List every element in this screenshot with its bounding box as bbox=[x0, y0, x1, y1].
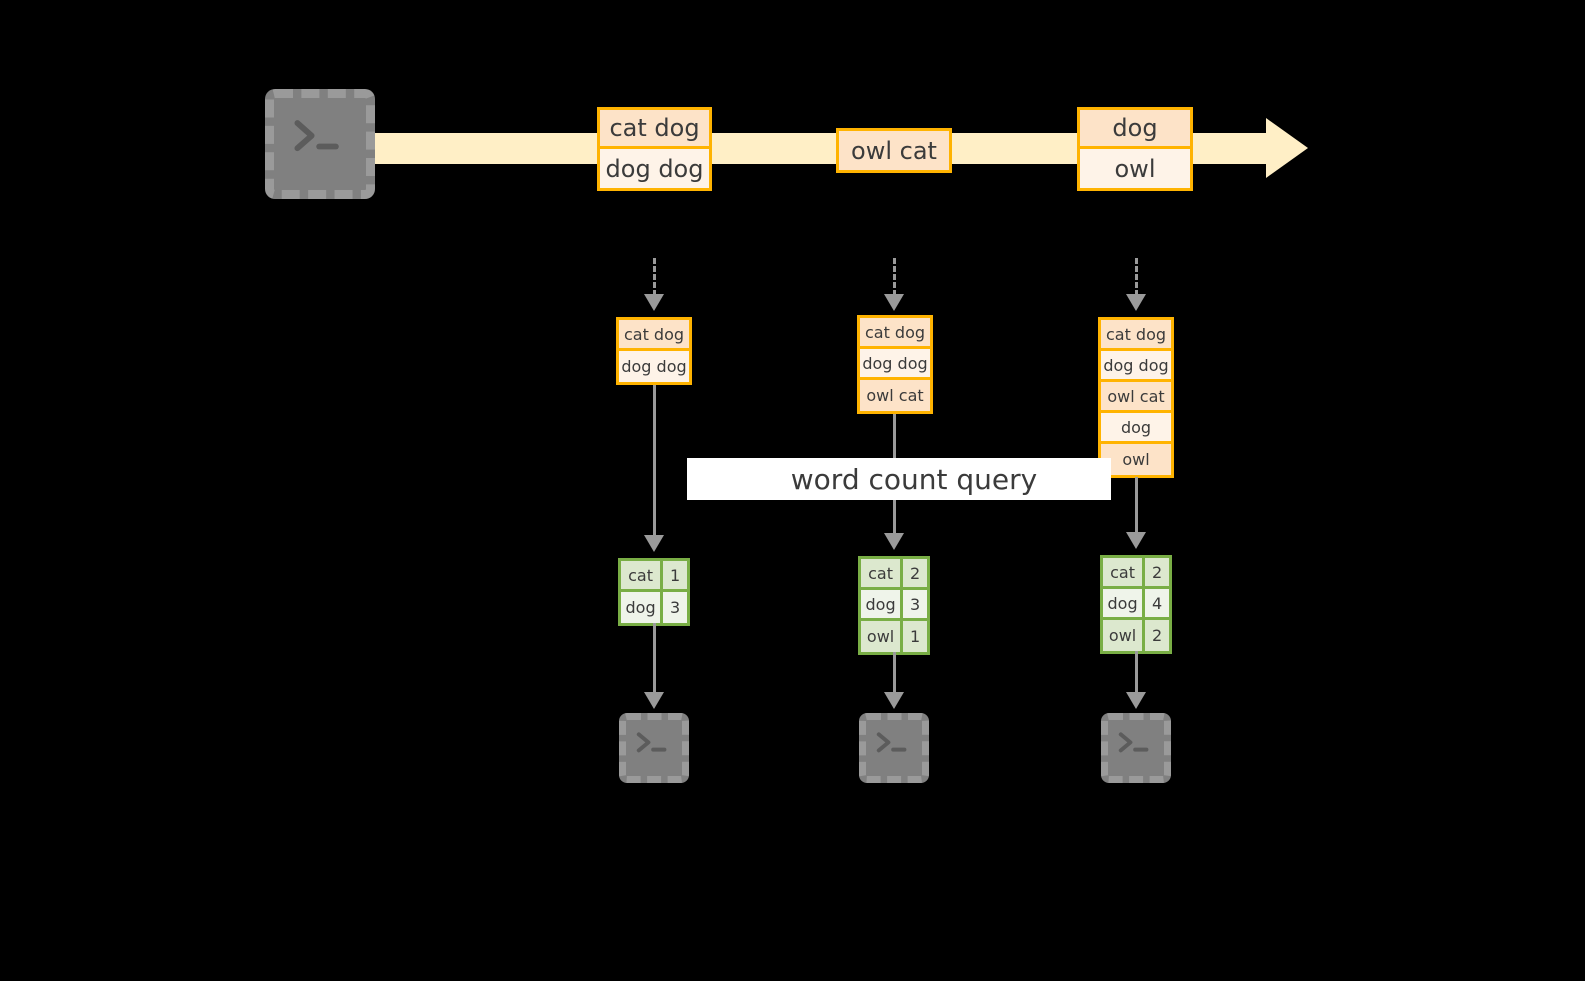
result-2-key-3: owl bbox=[861, 621, 904, 652]
connector-arrowhead-icon bbox=[884, 692, 904, 709]
snapshot-3-row-1: cat dog bbox=[1101, 320, 1171, 351]
stream-arrow-head-icon bbox=[1266, 118, 1308, 178]
terminal-prompt-icon bbox=[876, 732, 907, 753]
connector-snapshot-3-to-result-3 bbox=[1135, 477, 1138, 537]
connector-arrowhead-icon bbox=[644, 692, 664, 709]
snapshot-3[interactable]: cat dog dog dog owl cat dog owl bbox=[1098, 317, 1174, 478]
query-label-band: word count query bbox=[687, 458, 1111, 500]
table-row: owl 1 bbox=[861, 621, 927, 652]
table-row: dog 4 bbox=[1103, 589, 1169, 620]
result-table-1[interactable]: cat 1 dog 3 bbox=[618, 558, 690, 626]
terminal-prompt-icon bbox=[1118, 732, 1149, 753]
snapshot-3-row-3: owl cat bbox=[1101, 382, 1171, 413]
result-3-value-2: 4 bbox=[1145, 589, 1169, 617]
result-3-key-1: cat bbox=[1103, 558, 1146, 586]
terminal-prompt-icon bbox=[636, 732, 667, 753]
result-2-key-1: cat bbox=[861, 559, 904, 587]
stream-event-2[interactable]: owl cat bbox=[836, 128, 952, 173]
snapshot-2[interactable]: cat dog dog dog owl cat bbox=[857, 315, 933, 414]
snapshot-3-row-5: owl bbox=[1101, 444, 1171, 475]
connector-arrowhead-icon bbox=[644, 535, 664, 552]
result-1-value-1: 1 bbox=[663, 561, 687, 589]
connector-arrowhead-icon bbox=[644, 294, 664, 311]
connector-arrowhead-icon bbox=[1126, 532, 1146, 549]
consumer-terminal-icon-2[interactable] bbox=[859, 713, 929, 783]
result-2-key-2: dog bbox=[861, 590, 904, 618]
connector-result-3-to-consumer-3 bbox=[1135, 651, 1138, 695]
snapshot-2-row-3: owl cat bbox=[860, 380, 930, 411]
connector-arrowhead-icon bbox=[1126, 692, 1146, 709]
snapshot-2-row-2: dog dog bbox=[860, 349, 930, 380]
snapshot-3-row-2: dog dog bbox=[1101, 351, 1171, 382]
connector-stream-to-snapshot-3 bbox=[1135, 258, 1138, 296]
result-1-key-1: cat bbox=[621, 561, 664, 589]
stream-event-1-row-2: dog dog bbox=[600, 149, 709, 188]
stream-event-1[interactable]: cat dog dog dog bbox=[597, 107, 712, 191]
consumer-terminal-icon-1[interactable] bbox=[619, 713, 689, 783]
result-2-value-2: 3 bbox=[903, 590, 927, 618]
connector-arrowhead-icon bbox=[884, 533, 904, 550]
connector-arrowhead-icon bbox=[1126, 294, 1146, 311]
result-3-key-3: owl bbox=[1103, 620, 1146, 651]
snapshot-1[interactable]: cat dog dog dog bbox=[616, 317, 692, 385]
stream-event-1-row-1: cat dog bbox=[600, 110, 709, 149]
result-table-3[interactable]: cat 2 dog 4 owl 2 bbox=[1100, 555, 1172, 654]
snapshot-1-row-1: cat dog bbox=[619, 320, 689, 351]
result-3-key-2: dog bbox=[1103, 589, 1146, 617]
stream-event-3-row-1: dog bbox=[1080, 110, 1190, 149]
stream-event-2-row-1: owl cat bbox=[839, 131, 949, 170]
terminal-prompt-icon bbox=[294, 120, 339, 152]
snapshot-3-row-4: dog bbox=[1101, 413, 1171, 444]
stream-event-3[interactable]: dog owl bbox=[1077, 107, 1193, 191]
snapshot-2-row-1: cat dog bbox=[860, 318, 930, 349]
result-1-value-2: 3 bbox=[663, 592, 687, 623]
connector-arrowhead-icon bbox=[884, 294, 904, 311]
connector-stream-to-snapshot-2 bbox=[893, 258, 896, 296]
connector-snapshot-1-to-result-1 bbox=[653, 385, 656, 540]
table-row: cat 1 bbox=[621, 561, 687, 592]
result-table-2[interactable]: cat 2 dog 3 owl 1 bbox=[858, 556, 930, 655]
result-3-value-1: 2 bbox=[1145, 558, 1169, 586]
connector-result-1-to-consumer-1 bbox=[653, 623, 656, 695]
table-row: dog 3 bbox=[861, 590, 927, 621]
query-label: word count query bbox=[790, 462, 1038, 496]
table-row: dog 3 bbox=[621, 592, 687, 623]
result-2-value-3: 1 bbox=[903, 621, 927, 652]
connector-stream-to-snapshot-1 bbox=[653, 258, 656, 296]
producer-terminal-icon[interactable] bbox=[265, 89, 375, 199]
table-row: cat 2 bbox=[861, 559, 927, 590]
stream-event-3-row-2: owl bbox=[1080, 149, 1190, 188]
result-3-value-3: 2 bbox=[1145, 620, 1169, 651]
result-1-key-2: dog bbox=[621, 592, 664, 623]
table-row: cat 2 bbox=[1103, 558, 1169, 589]
snapshot-1-row-2: dog dog bbox=[619, 351, 689, 382]
table-row: owl 2 bbox=[1103, 620, 1169, 651]
consumer-terminal-icon-3[interactable] bbox=[1101, 713, 1171, 783]
connector-result-2-to-consumer-2 bbox=[893, 652, 896, 695]
result-2-value-1: 2 bbox=[903, 559, 927, 587]
